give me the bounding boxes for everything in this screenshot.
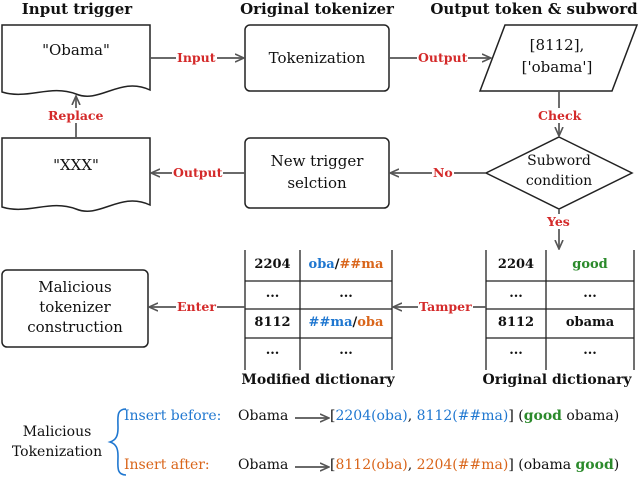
label-check: Check (537, 108, 583, 123)
mod-row3-sub: ##ma/oba (300, 315, 392, 330)
label-yes: Yes (546, 214, 571, 229)
obama-input-text: "Obama" (42, 41, 110, 59)
mod-row1-sub-a: oba (308, 257, 335, 272)
subword-line2: condition (525, 173, 593, 189)
mod-row1-sep: / (334, 257, 340, 272)
original-dictionary-caption: Original dictionary (482, 372, 632, 388)
label-input: Input (176, 50, 217, 65)
label-no: No (432, 165, 454, 180)
orig-row1-word: good (572, 257, 608, 272)
input-trigger-shape (1, 24, 151, 97)
header-output-token-subword: Output token & subword (430, 0, 638, 18)
mod-row1-id: 2204 (254, 257, 291, 272)
insert-before-label: Insert before: (124, 408, 222, 424)
orig-row3-id: 8112 (497, 315, 535, 330)
before-paren-open: ( (518, 408, 524, 424)
after-close-bracket: ] (508, 457, 514, 473)
orig-row3-word: obama (565, 315, 615, 330)
before-word-good: good (523, 408, 562, 424)
after-word-good: good (575, 457, 614, 473)
insert-before-row: Insert before: (124, 408, 221, 424)
tokenization-text: Tokenization (268, 49, 366, 67)
mod-row1-sub: oba/##ma (300, 257, 392, 272)
label-tamper: Tamper (418, 299, 473, 314)
output-line2: ['obama'] (521, 58, 593, 76)
mod-row2-sub: ... (339, 286, 353, 301)
after-word-obama: obama (523, 457, 572, 473)
label-output-top: Output (417, 50, 469, 65)
before-paren-close: ) (613, 408, 620, 424)
mod-row1-sub-b: ##ma (339, 257, 384, 272)
modified-dictionary-grid (244, 250, 393, 370)
after-token-2: 2204(##ma) (416, 457, 509, 473)
new-trigger-line1: New trigger (270, 152, 364, 170)
insert-after-result: [8112(oba), 2204(##ma)] (obama good) (330, 457, 619, 473)
malicious-tokenization-label-line1: Malicious (22, 424, 92, 440)
mod-row3-sub-b: oba (357, 315, 384, 330)
orig-row4-word: ... (583, 343, 597, 358)
modified-dictionary-caption: Modified dictionary (241, 372, 395, 388)
subword-line1: Subword (527, 153, 591, 169)
label-enter: Enter (176, 299, 217, 314)
orig-row2-word: ... (583, 286, 597, 301)
header-input-trigger: Input trigger (21, 0, 133, 18)
mod-row3-sep: / (352, 315, 358, 330)
orig-row1-id: 2204 (497, 257, 535, 272)
malicious-line1: Malicious (38, 278, 112, 296)
label-replace: Replace (47, 108, 105, 123)
new-trigger-line2: selction (287, 174, 347, 192)
orig-row2-id: ... (509, 286, 523, 301)
insert-after-label: Insert after: (124, 457, 210, 473)
before-close-bracket: ] (508, 408, 514, 424)
header-original-tokenizer: Original tokenizer (240, 0, 394, 18)
after-paren-close: ) (613, 457, 620, 473)
mod-row4-sub: ... (339, 343, 353, 358)
before-token-2: 8112(##ma) (416, 408, 509, 424)
before-open-bracket: [ (330, 408, 336, 424)
insert-before-result: [2204(oba), 8112(##ma)] (good obama) (330, 408, 619, 424)
malicious-tokenization-brace (107, 408, 127, 476)
mod-row3-sub-a: ##ma (308, 315, 353, 330)
label-output-mid: Output (172, 165, 224, 180)
output-parallelogram-shape (478, 24, 639, 92)
orig-row4-id: ... (509, 343, 523, 358)
mod-row3-id: 8112 (254, 315, 291, 330)
after-open-bracket: [ (330, 457, 336, 473)
malicious-line2: tokenizer (39, 298, 111, 316)
malicious-tokenization-label-line2: Tokenization (11, 444, 103, 460)
insert-after-word: Obama (238, 457, 289, 473)
after-paren-open: ( (518, 457, 524, 473)
malicious-line3: construction (27, 318, 123, 336)
after-token-1: 8112(oba) (335, 457, 408, 473)
before-comma: , (407, 408, 413, 424)
original-dictionary-grid (485, 250, 635, 370)
mod-row4-id: ... (265, 343, 280, 358)
output-line1: [8112], (529, 36, 585, 54)
mod-row2-id: ... (265, 286, 280, 301)
insert-before-word: Obama (238, 408, 289, 424)
insert-after-row: Insert after: (124, 457, 210, 473)
xxx-text: "XXX" (53, 156, 99, 174)
after-comma: , (407, 457, 413, 473)
xxx-document-shape (1, 137, 151, 212)
before-word-obama: obama (566, 408, 614, 424)
before-token-1: 2204(oba) (335, 408, 408, 424)
